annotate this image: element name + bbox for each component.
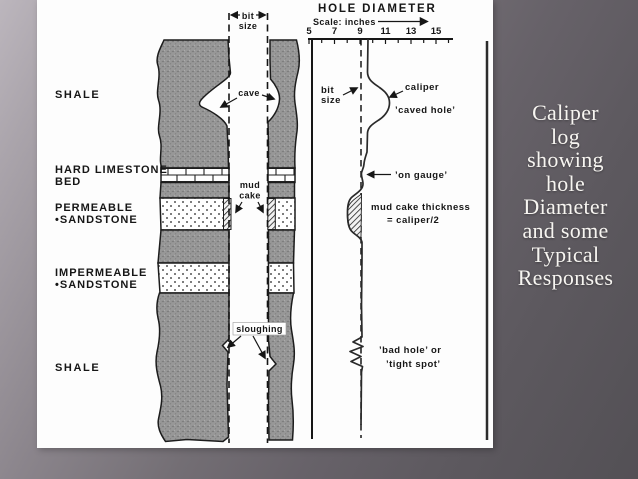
log-caliper-arrow: [388, 90, 404, 98]
log-caved-hole-label: ’caved hole’: [395, 105, 455, 116]
stratum-impermeable-right: [267, 262, 295, 294]
label-impermeable-2: •SANDSTONE: [55, 279, 138, 291]
slide-caption: Caliper log showing hole Diameter and so…: [493, 101, 638, 290]
cave-arrow-right: [261, 92, 276, 101]
log-title: HOLE DIAMETER: [318, 3, 437, 15]
label-permeable-2: •SANDSTONE: [55, 214, 138, 226]
log-caliper-label: caliper: [405, 82, 439, 93]
stratum-shale-bottom-right: [267, 292, 296, 441]
sloughing-label-box: [232, 322, 287, 336]
label-permeable-1: PERMEABLE: [55, 202, 133, 214]
caption-line: Diameter: [523, 194, 608, 220]
sloughing-label: sloughing: [236, 324, 283, 334]
mud-cake-arrow-left: [235, 201, 244, 214]
stratum-shalebreak2-left: [157, 229, 230, 264]
stratum-limestone-right: [267, 167, 296, 184]
stratum-shale-bottom-left: [155, 292, 230, 443]
caption-line: and some: [522, 217, 609, 243]
stratum-limestone-left: [160, 167, 230, 184]
log-tick-15: 15: [431, 26, 442, 37]
stratum-shalebreak1-right: [267, 181, 296, 199]
log-axis-minor-ticks: [308, 39, 450, 44]
log-bad-hole-label-1: ’bad hole’ or: [379, 345, 441, 356]
log-bit-size-label-1: bit: [321, 85, 334, 96]
stratum-shale-top-right: [267, 39, 301, 169]
bit-size-label-line1: bit: [242, 11, 254, 21]
caliper-log-diagram: bit size cave mud cake sloughing SHALE H…: [55, 3, 489, 443]
figure-panel: bit size cave mud cake sloughing SHALE H…: [37, 0, 493, 448]
label-limestone-1: HARD LIMESTONE: [55, 164, 168, 176]
mud-cake-left-wall: [223, 198, 232, 230]
caption-line: hole: [545, 170, 586, 196]
cave-arrow-left: [219, 97, 238, 108]
log-bit-size-label-2: size: [321, 95, 341, 106]
log-mud-cake-label-2: = caliper/2: [387, 215, 439, 226]
sloughing-arrow-right: [252, 335, 266, 360]
mud-cake-arrow-right: [256, 201, 264, 214]
stratum-shalebreak2-right: [267, 229, 296, 264]
stratum-permeable-left: [159, 197, 230, 231]
caption-line: Responses: [517, 265, 614, 291]
cave-label: cave: [238, 88, 260, 98]
log-bad-hole-label-2: ’tight spot’: [386, 359, 441, 370]
caption-line: showing: [527, 147, 604, 173]
caption-line: Caliper: [532, 100, 599, 125]
log-tick-13: 13: [406, 26, 417, 37]
log-scale-label: Scale: inches: [313, 17, 376, 27]
rock-column-right: [267, 39, 301, 441]
mud-cake-label-line1: mud: [240, 180, 260, 190]
log-tick-9: 9: [357, 26, 362, 37]
sloughing-arrow-left: [226, 335, 242, 349]
log-bit-size-arrow: [342, 87, 359, 96]
rock-column-left: [155, 39, 232, 443]
mud-cake-right-wall: [267, 198, 276, 230]
stratum-impermeable-left: [157, 262, 230, 294]
label-limestone-2: BED: [55, 176, 81, 188]
stratum-shale-top-left: [156, 39, 232, 169]
caption-line: Typical: [531, 241, 600, 267]
stratum-shalebreak1-left: [159, 181, 230, 199]
log-tick-7: 7: [332, 26, 337, 37]
log-on-gauge-label: ’on gauge’: [395, 170, 448, 181]
mud-cake-label-line2: cake: [239, 191, 261, 201]
label-shale-top: SHALE: [55, 89, 100, 101]
caption-line: log: [550, 123, 580, 149]
log-tick-5: 5: [306, 26, 312, 37]
caliper-curve: [346, 38, 391, 426]
label-impermeable-1: IMPERMEABLE: [55, 267, 147, 279]
bit-size-label-line2: size: [239, 21, 258, 31]
log-mud-cake-label-1: mud cake thickness: [371, 202, 470, 213]
label-shale-bottom: SHALE: [55, 362, 100, 374]
log-tick-11: 11: [380, 26, 391, 37]
